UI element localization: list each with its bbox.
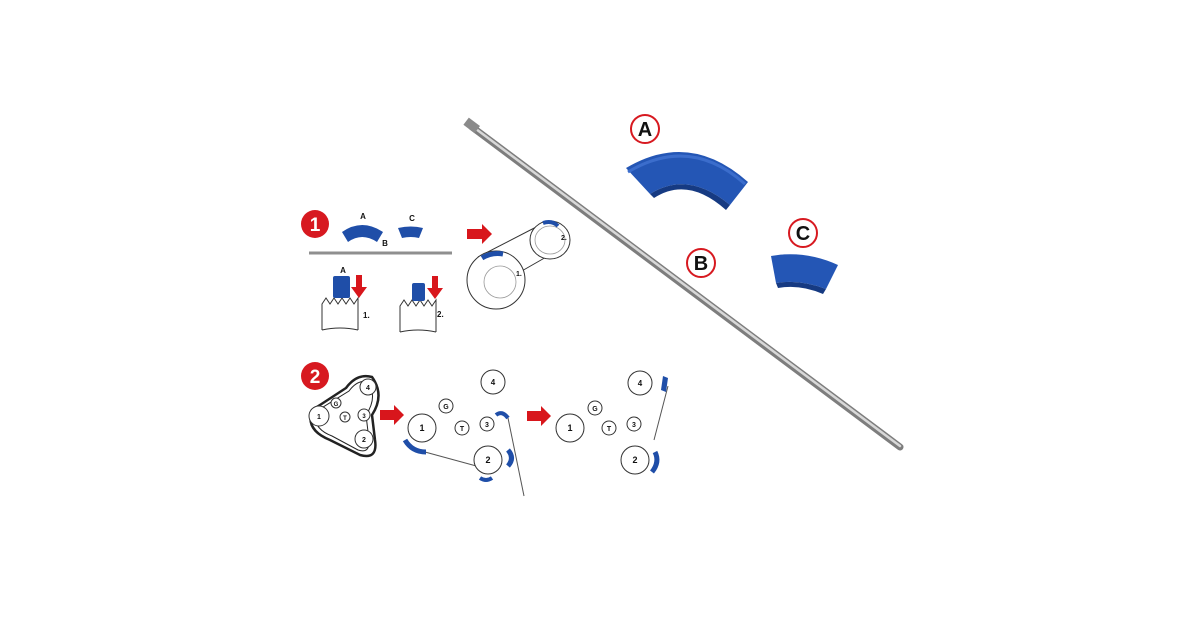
belt-layout-small: 1 G T 3 4 2 <box>308 374 380 458</box>
step-arrow-icon <box>467 224 492 244</box>
label-a-badge: A <box>630 114 660 144</box>
mini-label-a: A <box>360 212 366 221</box>
pulley-label-2: 2. <box>561 235 567 242</box>
belt-layout-middle: 1 G T 4 3 2 <box>402 369 525 497</box>
small-p2-label: 2 <box>362 437 366 444</box>
mid-p1-label: 1 <box>419 423 424 433</box>
right-t-label: T <box>607 426 612 433</box>
mini-label-b: B <box>382 239 388 248</box>
label-a: A <box>638 119 652 141</box>
mini-part-c <box>398 226 423 238</box>
step-1-number: 1 <box>310 215 321 236</box>
detail-label-a: A <box>340 266 346 275</box>
detail-label-1: 1. <box>363 311 370 320</box>
small-p1-label: 1 <box>317 414 321 421</box>
mini-label-c: C <box>409 214 415 223</box>
step-2-badge: 2 <box>301 362 329 390</box>
label-b: B <box>694 253 708 275</box>
mini-part-a <box>342 225 383 242</box>
small-t-label: T <box>343 416 347 422</box>
mid-p2-label: 2 <box>485 455 490 465</box>
label-b-badge: B <box>686 248 716 278</box>
rod-tip <box>463 117 480 134</box>
push-down-arrow-icon <box>427 276 443 299</box>
step-arrow-icon <box>380 405 404 425</box>
right-p4-label: 4 <box>638 379 643 388</box>
small-g-label: G <box>334 402 339 408</box>
mid-p3-label: 3 <box>485 422 489 429</box>
step-2-number: 2 <box>310 367 321 388</box>
mid-t-label: T <box>460 426 465 433</box>
pulley-label-1: 1. <box>516 271 522 278</box>
right-g-label: G <box>592 406 598 413</box>
belt-pulleys-step1: 2. 1. <box>466 220 571 310</box>
belt-detail-2: 2. <box>399 276 444 333</box>
belt-detail-1: A 1. <box>321 266 370 331</box>
label-c: C <box>796 223 810 245</box>
right-p3-label: 3 <box>632 422 636 429</box>
mid-g-label: G <box>443 404 449 411</box>
label-c-badge: C <box>788 218 818 248</box>
small-p4-label: 4 <box>366 385 370 392</box>
part-a <box>626 151 748 210</box>
belt-layout-right: 1 G T 4 3 2 <box>555 370 669 475</box>
step-arrow-icon <box>527 406 551 426</box>
step-1-badge: 1 <box>301 210 329 238</box>
right-p2-label: 2 <box>632 455 637 465</box>
detail-label-2: 2. <box>437 310 444 319</box>
push-down-arrow-icon <box>351 275 367 298</box>
part-c <box>771 254 838 294</box>
right-p1-label: 1 <box>567 423 572 433</box>
small-p3-label: 3 <box>362 414 366 420</box>
rod-b <box>463 117 904 451</box>
mid-p4-label: 4 <box>491 378 496 387</box>
